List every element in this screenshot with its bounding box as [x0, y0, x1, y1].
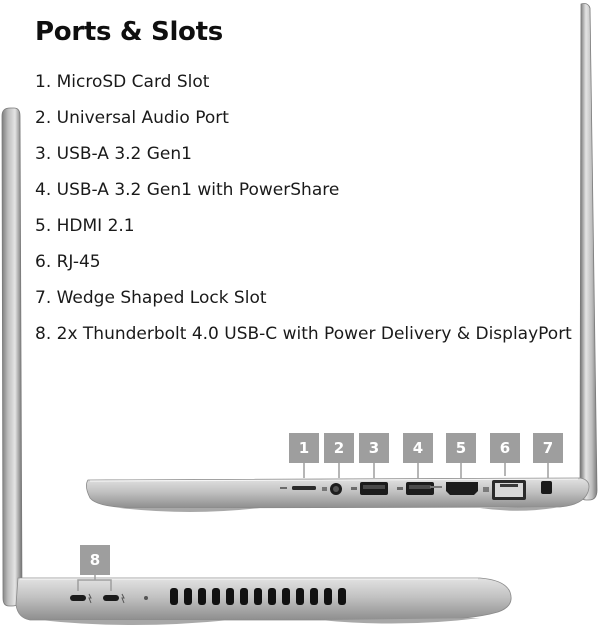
list-item: 1. MicroSD Card Slot: [35, 72, 210, 92]
audio-port: [322, 483, 342, 495]
list-item: 2. Universal Audio Port: [35, 108, 229, 128]
port-badge-3: [359, 433, 389, 463]
thunderbolt-port-1: [70, 593, 92, 604]
badge-label-7: 7: [543, 439, 553, 457]
usb-a-port-2: [397, 482, 434, 495]
air-vent: [170, 588, 346, 605]
port-badge-8: [80, 545, 110, 575]
list-item: 4. USB-A 3.2 Gen1 with PowerShare: [35, 180, 340, 200]
port-badge-4: [403, 433, 433, 463]
badge-label-1: 1: [299, 439, 309, 457]
list-item: 3. USB-A 3.2 Gen1: [35, 144, 192, 164]
list-item: 7. Wedge Shaped Lock Slot: [35, 288, 267, 308]
page-title: Ports & Slots: [35, 17, 223, 47]
thunderbolt-port-2: [103, 593, 125, 604]
badge-label-3: 3: [369, 439, 379, 457]
badge-label-2: 2: [334, 439, 344, 457]
list-item: 8. 2x Thunderbolt 4.0 USB-C with Power D…: [35, 324, 572, 344]
port-badge-5: [446, 433, 476, 463]
badge-label-4: 4: [413, 439, 423, 457]
port-badge-1: [289, 433, 319, 463]
hdmi-port: [430, 482, 478, 495]
list-item: 6. RJ-45: [35, 252, 101, 272]
ports-list: 1. MicroSD Card Slot 2. Universal Audio …: [35, 72, 572, 360]
port-badge-2: [324, 433, 354, 463]
rj45-port: [483, 480, 526, 500]
leader-lines: [77, 463, 549, 591]
usb-a-port-1: [351, 482, 388, 495]
badge-label-5: 5: [456, 439, 466, 457]
microsd-slot-port: [280, 486, 316, 490]
list-item: 5. HDMI 2.1: [35, 216, 135, 236]
badge-label-6: 6: [500, 439, 510, 457]
port-badge-6: [490, 433, 520, 463]
laptop-left-side-view: [1, 107, 512, 625]
badge-label-8: 8: [90, 551, 100, 569]
laptop-right-side-view: [86, 3, 598, 512]
lock-slot-port: [541, 481, 552, 494]
status-led: [144, 596, 148, 600]
port-badge-7: [533, 433, 563, 463]
